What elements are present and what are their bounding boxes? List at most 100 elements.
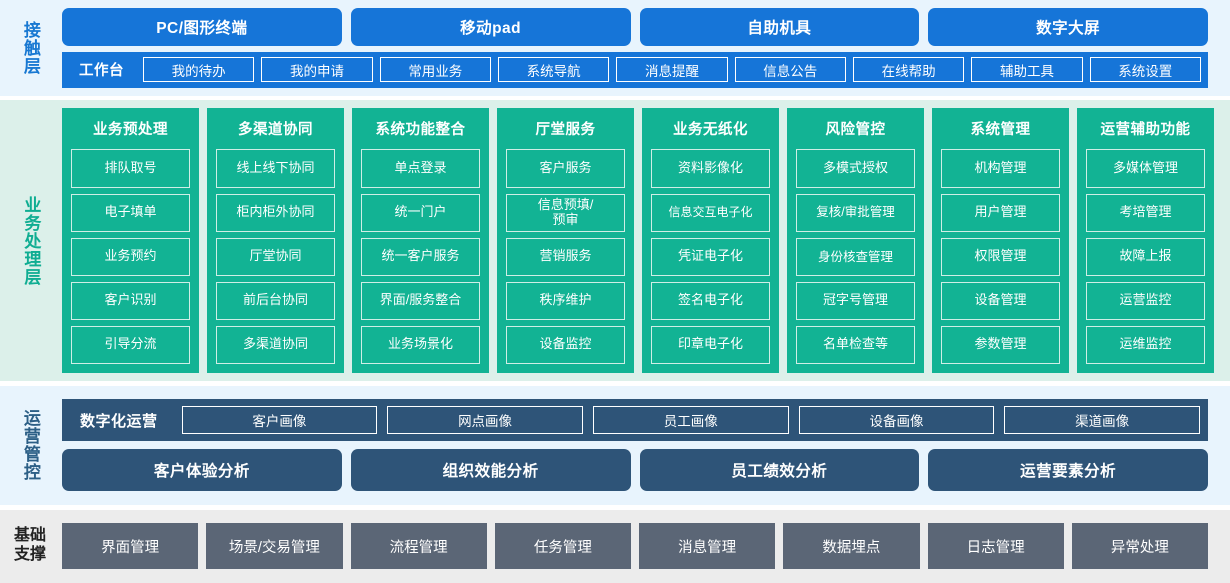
business-item[interactable]: 参数管理 bbox=[941, 325, 1060, 364]
business-item[interactable]: 复核/审批管理 bbox=[796, 193, 915, 232]
business-layer-label-text: 业务处理层 bbox=[21, 195, 41, 286]
base-item-message-management[interactable]: 消息管理 bbox=[639, 523, 776, 570]
business-item[interactable]: 统一门户 bbox=[361, 193, 480, 232]
contact-layer-label-text: 接触层 bbox=[20, 20, 40, 75]
business-item[interactable]: 信息预填/ 预审 bbox=[506, 193, 625, 232]
business-item[interactable]: 引导分流 bbox=[71, 325, 190, 364]
portrait-item-employee[interactable]: 员工画像 bbox=[592, 406, 789, 435]
ops-analysis-row: 客户体验分析 组织效能分析 员工绩效分析 运营要素分析 bbox=[62, 449, 1208, 492]
workbench-item-common-business[interactable]: 常用业务 bbox=[379, 57, 491, 83]
business-column-multichannel-title: 多渠道协同 bbox=[238, 122, 313, 139]
business-item[interactable]: 单点登录 bbox=[361, 149, 480, 188]
base-item-ui-management[interactable]: 界面管理 bbox=[62, 523, 199, 570]
business-item[interactable]: 签名电子化 bbox=[651, 281, 770, 320]
analysis-org-efficiency[interactable]: 组织效能分析 bbox=[350, 449, 631, 492]
base-item-ui-management-label: 界面管理 bbox=[101, 539, 160, 556]
ops-layer-label-text: 运营管控 bbox=[20, 409, 40, 482]
base-item-data-tracking[interactable]: 数据埋点 bbox=[783, 523, 920, 570]
workbench-title: 工作台 bbox=[79, 63, 124, 80]
analysis-employee-performance[interactable]: 员工绩效分析 bbox=[639, 449, 920, 492]
workbench-item-my-todo[interactable]: 我的待办 bbox=[143, 57, 255, 83]
business-column-system-management: 系统管理 机构管理 用户管理 权限管理 设备管理 参数管理 bbox=[932, 108, 1069, 373]
base-item-exception-handling[interactable]: 异常处理 bbox=[1071, 523, 1208, 570]
business-item[interactable]: 设备监控 bbox=[506, 325, 625, 364]
business-item[interactable]: 多媒体管理 bbox=[1086, 149, 1205, 188]
business-layer-band: 业务处理层 业务预处理 排队取号 电子填单 业务预约 客户识别 引导分流 多渠道… bbox=[0, 100, 1230, 381]
base-item-process-management[interactable]: 流程管理 bbox=[350, 523, 487, 570]
workbench-item-my-todo-label: 我的待办 bbox=[171, 63, 226, 79]
business-item[interactable]: 业务预约 bbox=[71, 237, 190, 276]
business-item[interactable]: 业务场景化 bbox=[361, 325, 480, 364]
workbench-item-message-reminder[interactable]: 消息提醒 bbox=[616, 57, 728, 83]
business-item[interactable]: 营销服务 bbox=[506, 237, 625, 276]
business-item[interactable]: 客户识别 bbox=[71, 281, 190, 320]
base-row: 界面管理 场景/交易管理 流程管理 任务管理 消息管理 数据埋点 日志管理 异常… bbox=[62, 523, 1208, 570]
portrait-item-device[interactable]: 设备画像 bbox=[798, 406, 995, 435]
business-item[interactable]: 运营监控 bbox=[1086, 281, 1205, 320]
business-column-system-management-title: 系统管理 bbox=[970, 122, 1031, 139]
channel-digital-screen[interactable]: 数字大屏 bbox=[928, 7, 1208, 46]
workbench-item-aux-tools-label: 辅助工具 bbox=[999, 63, 1054, 79]
business-item[interactable]: 印章电子化 bbox=[651, 325, 770, 364]
business-item[interactable]: 设备管理 bbox=[941, 281, 1060, 320]
analysis-org-efficiency-label: 组织效能分析 bbox=[442, 463, 539, 481]
business-item[interactable]: 柜内柜外协同 bbox=[216, 193, 335, 232]
workbench-item-system-navigation[interactable]: 系统导航 bbox=[497, 57, 610, 83]
business-item[interactable]: 多渠道协同 bbox=[216, 325, 335, 364]
business-column-ops-support-title: 运营辅助功能 bbox=[1100, 122, 1191, 139]
channel-pc[interactable]: PC/图形终端 bbox=[62, 7, 342, 46]
base-item-scenario-transaction[interactable]: 场景/交易管理 bbox=[206, 523, 343, 570]
base-layer-label-line2: 支撑 bbox=[13, 546, 46, 564]
business-item[interactable]: 统一客户服务 bbox=[361, 237, 480, 276]
business-item[interactable]: 排队取号 bbox=[71, 149, 190, 188]
business-column-system-integration-title: 系统功能整合 bbox=[375, 122, 466, 139]
workbench-bar: 工作台 我的待办 我的申请 常用业务 系统导航 消息提醒 信息公告 在线帮助 辅… bbox=[62, 51, 1208, 88]
portrait-item-channel[interactable]: 渠道画像 bbox=[1004, 406, 1201, 435]
business-item[interactable]: 电子填单 bbox=[71, 193, 190, 232]
channel-digital-screen-label: 数字大屏 bbox=[1036, 19, 1101, 37]
business-item[interactable]: 身份核查管理 bbox=[796, 237, 915, 276]
band-divider-3 bbox=[0, 504, 1230, 510]
business-item[interactable]: 故障上报 bbox=[1086, 237, 1205, 276]
workbench-item-my-application[interactable]: 我的申请 bbox=[261, 57, 373, 83]
business-column-multichannel: 多渠道协同 线上线下协同 柜内柜外协同 厅堂协同 前后台协同 多渠道协同 bbox=[207, 108, 344, 373]
channel-self-service[interactable]: 自助机具 bbox=[639, 7, 920, 46]
workbench-item-system-settings-label: 系统设置 bbox=[1118, 63, 1173, 79]
business-item[interactable]: 运维监控 bbox=[1086, 325, 1205, 364]
business-item[interactable]: 秩序维护 bbox=[506, 281, 625, 320]
business-item[interactable]: 界面/服务整合 bbox=[361, 281, 480, 320]
workbench-item-announcement[interactable]: 信息公告 bbox=[734, 57, 846, 83]
business-item[interactable]: 前后台协同 bbox=[216, 281, 335, 320]
business-item[interactable]: 厅堂协同 bbox=[216, 237, 335, 276]
business-item[interactable]: 权限管理 bbox=[941, 237, 1060, 276]
business-item[interactable]: 信息交互电子化 bbox=[651, 193, 770, 232]
workbench-item-online-help[interactable]: 在线帮助 bbox=[852, 57, 965, 83]
portrait-item-customer[interactable]: 客户画像 bbox=[181, 406, 378, 435]
base-item-task-management[interactable]: 任务管理 bbox=[494, 523, 631, 570]
analysis-ops-factors[interactable]: 运营要素分析 bbox=[928, 449, 1208, 492]
business-item[interactable]: 凭证电子化 bbox=[651, 237, 770, 276]
channel-mobile-pad[interactable]: 移动pad bbox=[350, 7, 631, 46]
business-column-ops-support: 运营辅助功能 多媒体管理 考培管理 故障上报 运营监控 运维监控 bbox=[1077, 108, 1214, 373]
business-item[interactable]: 用户管理 bbox=[941, 193, 1060, 232]
analysis-customer-experience[interactable]: 客户体验分析 bbox=[62, 449, 342, 492]
business-column-system-integration: 系统功能整合 单点登录 统一门户 统一客户服务 界面/服务整合 业务场景化 bbox=[352, 108, 489, 373]
business-item[interactable]: 名单检查等 bbox=[796, 325, 915, 364]
base-layer-body: 界面管理 场景/交易管理 流程管理 任务管理 消息管理 数据埋点 日志管理 异常… bbox=[60, 518, 1230, 575]
portrait-item-branch[interactable]: 网点画像 bbox=[387, 406, 583, 435]
business-item[interactable]: 线上线下协同 bbox=[216, 149, 335, 188]
business-item[interactable]: 考培管理 bbox=[1086, 193, 1205, 232]
business-item[interactable]: 多模式授权 bbox=[796, 149, 915, 188]
workbench-item-aux-tools[interactable]: 辅助工具 bbox=[971, 57, 1083, 83]
business-item[interactable]: 资料影像化 bbox=[651, 149, 770, 188]
portrait-item-channel-label: 渠道画像 bbox=[1075, 414, 1130, 430]
base-item-log-management[interactable]: 日志管理 bbox=[927, 523, 1064, 570]
business-item[interactable]: 机构管理 bbox=[941, 149, 1060, 188]
business-layer-body: 业务预处理 排队取号 电子填单 业务预约 客户识别 引导分流 多渠道协同 线上线… bbox=[60, 108, 1230, 373]
business-item[interactable]: 客户服务 bbox=[506, 149, 625, 188]
workbench-item-online-help-label: 在线帮助 bbox=[881, 63, 936, 79]
base-item-log-management-label: 日志管理 bbox=[966, 539, 1025, 556]
workbench-item-system-settings[interactable]: 系统设置 bbox=[1089, 57, 1201, 83]
business-item[interactable]: 冠字号管理 bbox=[796, 281, 915, 320]
